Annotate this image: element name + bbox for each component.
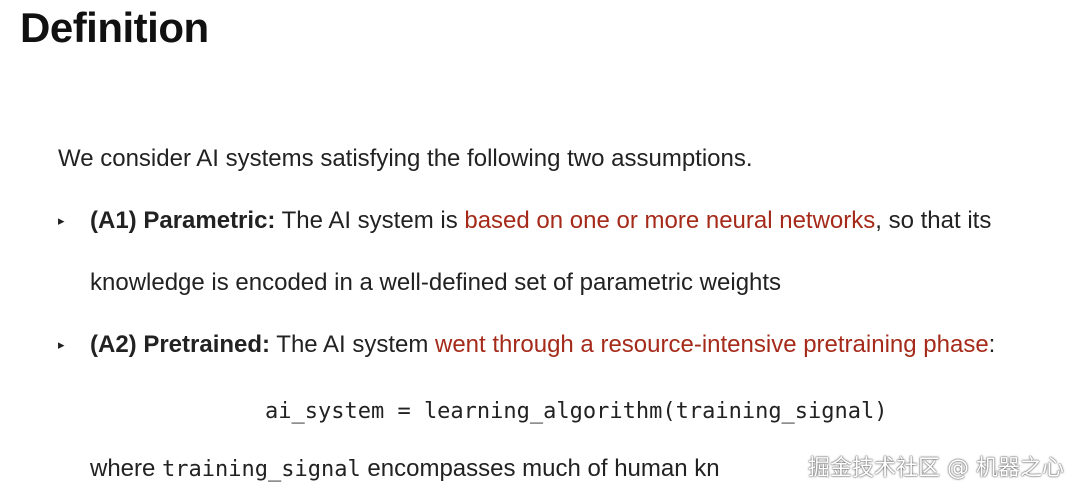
bullet-a1-highlight: based on one or more neural networks [464, 207, 876, 234]
final-line: where training_signal encompasses much o… [90, 453, 720, 486]
bullet-triangle-icon: ▸ [58, 337, 65, 352]
bullet-a1-label: (A1) Parametric: [90, 207, 276, 234]
final-line-code: training_signal [162, 457, 361, 482]
final-line-before: where [90, 455, 163, 482]
final-line-after: encompasses much of human kn [360, 455, 720, 482]
bullet-a2-text-before: The AI system [270, 331, 435, 358]
slide-title: Definition [20, 4, 209, 51]
bullet-a2-label: (A2) Pretrained: [90, 331, 271, 358]
watermark: 掘金技术社区 @ 机器之心 [808, 456, 1064, 481]
bullet-a2-text-after: : [988, 331, 996, 358]
code-line: ai_system = learning_algorithm(training_… [265, 399, 888, 424]
bullet-triangle-icon: ▸ [58, 213, 65, 228]
bullet-a1-line: (A1) Parametric: The AI system is based … [90, 205, 991, 237]
bullet-a2-line: (A2) Pretrained: The AI system went thro… [90, 329, 995, 361]
bullet-a1-text-before: The AI system is [275, 207, 465, 234]
bullet-a1-continuation: knowledge is encoded in a well-defined s… [90, 269, 782, 296]
bullet-a2-highlight: went through a resource-intensive pretra… [435, 331, 989, 358]
intro-text: We consider AI systems satisfying the fo… [58, 145, 753, 172]
bullet-a1-text-after: , so that its [875, 207, 992, 234]
